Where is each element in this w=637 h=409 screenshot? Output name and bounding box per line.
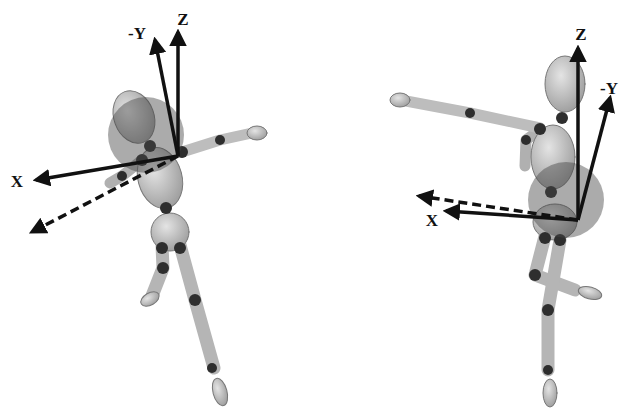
right-axes [576,48,580,220]
mannequin-foot [138,289,161,309]
mannequin-joint [207,363,217,373]
mannequin-joint [174,242,186,254]
left-axes [155,40,178,156]
axis-label: -Y [600,80,618,97]
mannequin-joint [156,242,168,254]
mannequin-joint [543,365,553,375]
right-axes [419,48,610,220]
axis-label: -Y [128,25,146,42]
mannequin-leg [535,236,575,370]
axis-label: X [11,173,23,190]
mannequin-joint [542,304,554,316]
left-axes [32,32,178,232]
mannequin-leg [152,245,214,368]
mannequin-foot [138,289,230,408]
mannequin-joint [529,269,541,281]
mannequin-joint [215,135,225,145]
mannequin-joint [189,294,201,306]
right-mannequin [390,56,604,407]
left-mannequin [106,85,267,408]
mannequin-fist [247,126,267,140]
rotation-disc [528,162,604,238]
axis-label: X [426,212,438,229]
mannequin-joint [465,108,568,375]
mannequin-foot [210,377,231,408]
left-axes [32,156,178,232]
mannequin-fist [390,93,410,107]
left-axes [36,156,178,180]
mannequin-joint [556,112,568,124]
mannequin-joint [117,171,127,181]
left-axes [176,32,180,156]
mannequin-foot [577,284,603,302]
mannequin-foot [543,284,603,407]
axis-label: Z [575,26,586,43]
mannequin-joint [157,262,169,274]
mannequin-joint [521,135,531,145]
right-axes [419,196,578,220]
right-axes [578,98,610,220]
mannequin-leg [180,245,214,368]
mannequin-joint [465,108,475,118]
mannequin-joint [160,202,172,214]
mannequin-foot [543,379,557,407]
mannequin-joint [534,123,546,135]
mannequin-arm [182,133,252,152]
mannequin-arm [406,101,540,128]
axis-label: Z [177,11,188,28]
